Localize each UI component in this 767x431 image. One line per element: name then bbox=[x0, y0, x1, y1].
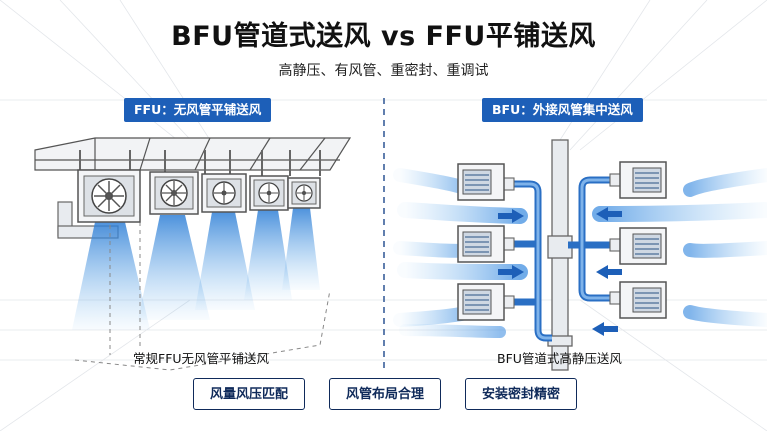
page-subtitle: 高静压、有风管、重密封、重调试 bbox=[278, 63, 489, 79]
sealing-precision-button[interactable]: 安装密封精密 bbox=[465, 378, 577, 410]
arrow-icon-left-2 bbox=[596, 265, 622, 279]
page-title: BFU管道式送风 vs FFU平铺送风 bbox=[171, 21, 596, 52]
bfu-branch-ducts-left bbox=[502, 180, 552, 342]
ffu-caption: 常规FFU无风管平铺送风 bbox=[133, 351, 270, 366]
bfu-branch-ducts-left-outline bbox=[502, 182, 552, 340]
arrow-icon-right-1 bbox=[498, 209, 524, 223]
arrow-icon-right-2 bbox=[498, 265, 524, 279]
ffu-panel-label: FFU：无风管平铺送风 bbox=[124, 98, 272, 122]
bfu-unit-left-1 bbox=[457, 163, 505, 201]
ffu-unit-4 bbox=[249, 175, 289, 211]
ffu-unit-3 bbox=[201, 173, 247, 213]
bfu-unit-left-2 bbox=[457, 225, 505, 263]
arrow-icon-left-1 bbox=[596, 207, 622, 221]
bfu-unit-left-3 bbox=[457, 283, 505, 321]
duct-layout-button[interactable]: 风管布局合理 bbox=[329, 378, 441, 410]
ffu-ceiling-grid bbox=[34, 137, 352, 171]
airflow-pressure-match-button[interactable]: 风量风压匹配 bbox=[193, 378, 305, 410]
ffu-airflow-beams bbox=[72, 208, 320, 330]
bfu-caption: BFU管道式高静压送风 bbox=[497, 351, 622, 366]
ffu-unit-2 bbox=[149, 171, 199, 215]
ffu-unit-5 bbox=[287, 177, 321, 209]
ffu-floor-projection bbox=[74, 222, 331, 371]
bfu-duct-connectors bbox=[501, 173, 623, 309]
bfu-unit-right-2 bbox=[619, 227, 667, 265]
arrow-icon-left-3 bbox=[592, 322, 618, 336]
bfu-branch-ducts-right-outline bbox=[580, 178, 622, 300]
bfu-panel-label: BFU：外接风管集中送风 bbox=[482, 98, 643, 122]
bfu-main-duct bbox=[547, 139, 573, 371]
bfu-unit-right-3 bbox=[619, 281, 667, 319]
ffu-unit-1 bbox=[77, 169, 141, 223]
bfu-unit-right-1 bbox=[619, 161, 667, 199]
